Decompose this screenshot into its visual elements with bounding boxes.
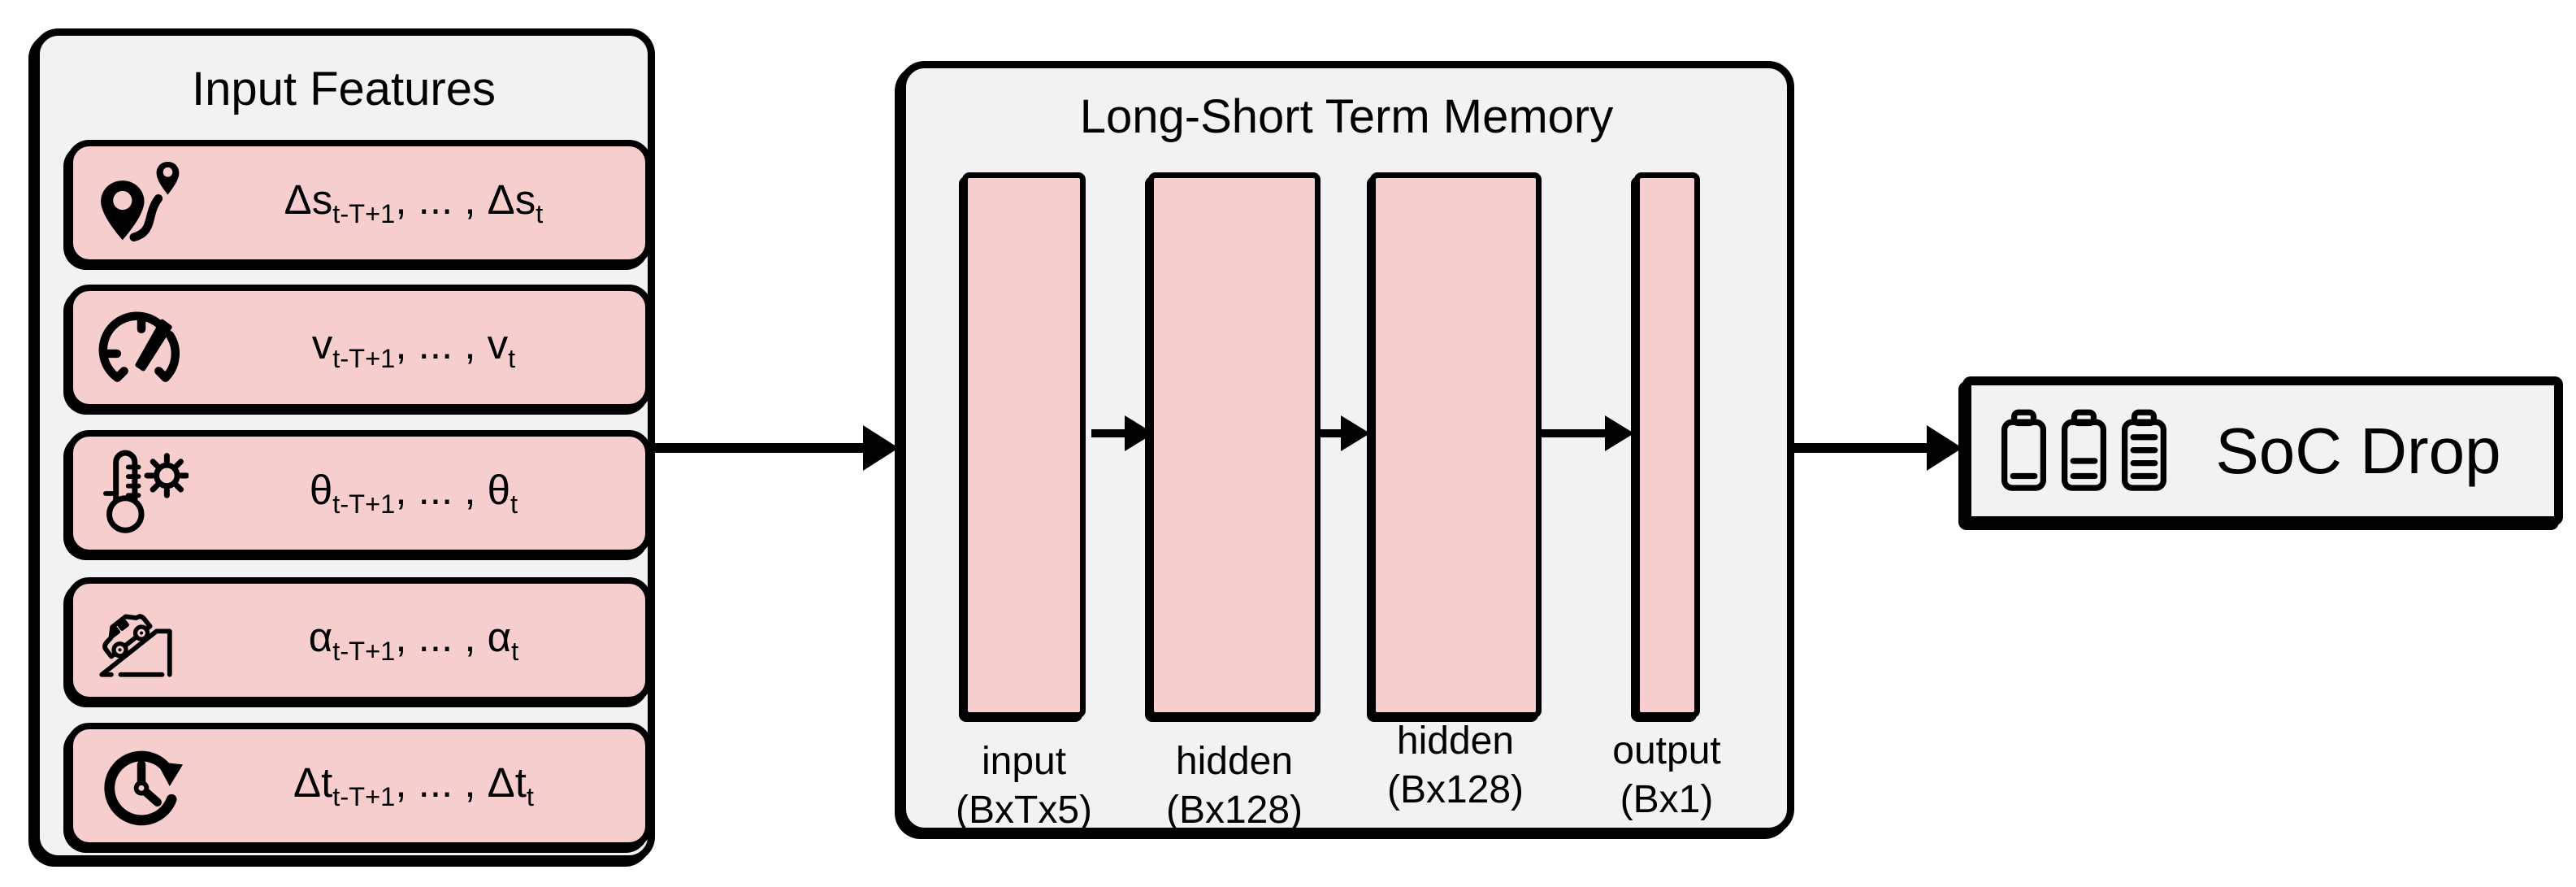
thermometer-sun-icon <box>85 446 198 541</box>
lstm-hidden-layer-1-label: hidden(Bx128) <box>1165 740 1303 832</box>
feature-row-speed: vt-T+1, ... , vt <box>67 285 652 411</box>
feature-row-grade: αt-T+1, ... , αt <box>67 577 652 703</box>
arrow-hidden1-to-hidden2 <box>1321 429 1341 437</box>
input-features-panel: Input Features Δst-T+1, ... , Δst <box>33 28 655 863</box>
lstm-panel: Long-Short Term Memory input(BxTx5) hidd… <box>899 61 1794 835</box>
battery-icons <box>1999 409 2169 494</box>
arrow-input-to-lstm <box>655 443 863 453</box>
feature-row-temperature: θt-T+1, ... , θt <box>67 430 652 556</box>
feature-distance-sequence: Δst-T+1, ... , Δst <box>284 176 544 229</box>
battery-low-icon <box>2001 409 2047 491</box>
lstm-output-layer-bar <box>1634 172 1700 718</box>
arrow-lstm-to-soc <box>1794 443 1927 453</box>
lstm-input-layer-label: input(BxTx5) <box>956 740 1092 832</box>
feature-grade-sequence: αt-T+1, ... , αt <box>308 614 519 667</box>
lstm-input-layer-bar <box>962 172 1086 718</box>
battery-half-icon <box>2061 409 2107 491</box>
feature-timestep-sequence: Δtt-T+1, ... , Δtt <box>293 759 534 812</box>
battery-full-icon <box>2121 409 2167 491</box>
lstm-title: Long-Short Term Memory <box>1079 90 1614 143</box>
arrow-hidden2-to-output <box>1542 429 1605 437</box>
route-icon <box>85 156 198 250</box>
lstm-hidden-layer-2-label: hidden(Bx128) <box>1386 720 1524 811</box>
arrow-input-to-hidden1 <box>1091 429 1125 437</box>
soc-drop-label: SoC Drop <box>2215 414 2501 487</box>
feature-row-distance: Δst-T+1, ... , Δst <box>67 140 652 266</box>
clock-history-icon <box>85 739 198 833</box>
feature-speed-sequence: vt-T+1, ... , vt <box>311 321 516 374</box>
lstm-hidden-layer-2-bar <box>1370 172 1542 718</box>
input-features-title: Input Features <box>192 63 496 115</box>
lstm-hidden-layer-1-bar <box>1148 172 1321 718</box>
feature-temperature-sequence: θt-T+1, ... , θt <box>309 467 518 520</box>
lstm-output-layer-label: output(Bx1) <box>1612 729 1721 821</box>
feature-row-timestep: Δtt-T+1, ... , Δtt <box>67 723 652 849</box>
soc-drop-output-box: SoC Drop <box>1962 376 2563 525</box>
car-on-slope-icon <box>85 594 198 688</box>
speedometer-icon <box>85 301 198 395</box>
